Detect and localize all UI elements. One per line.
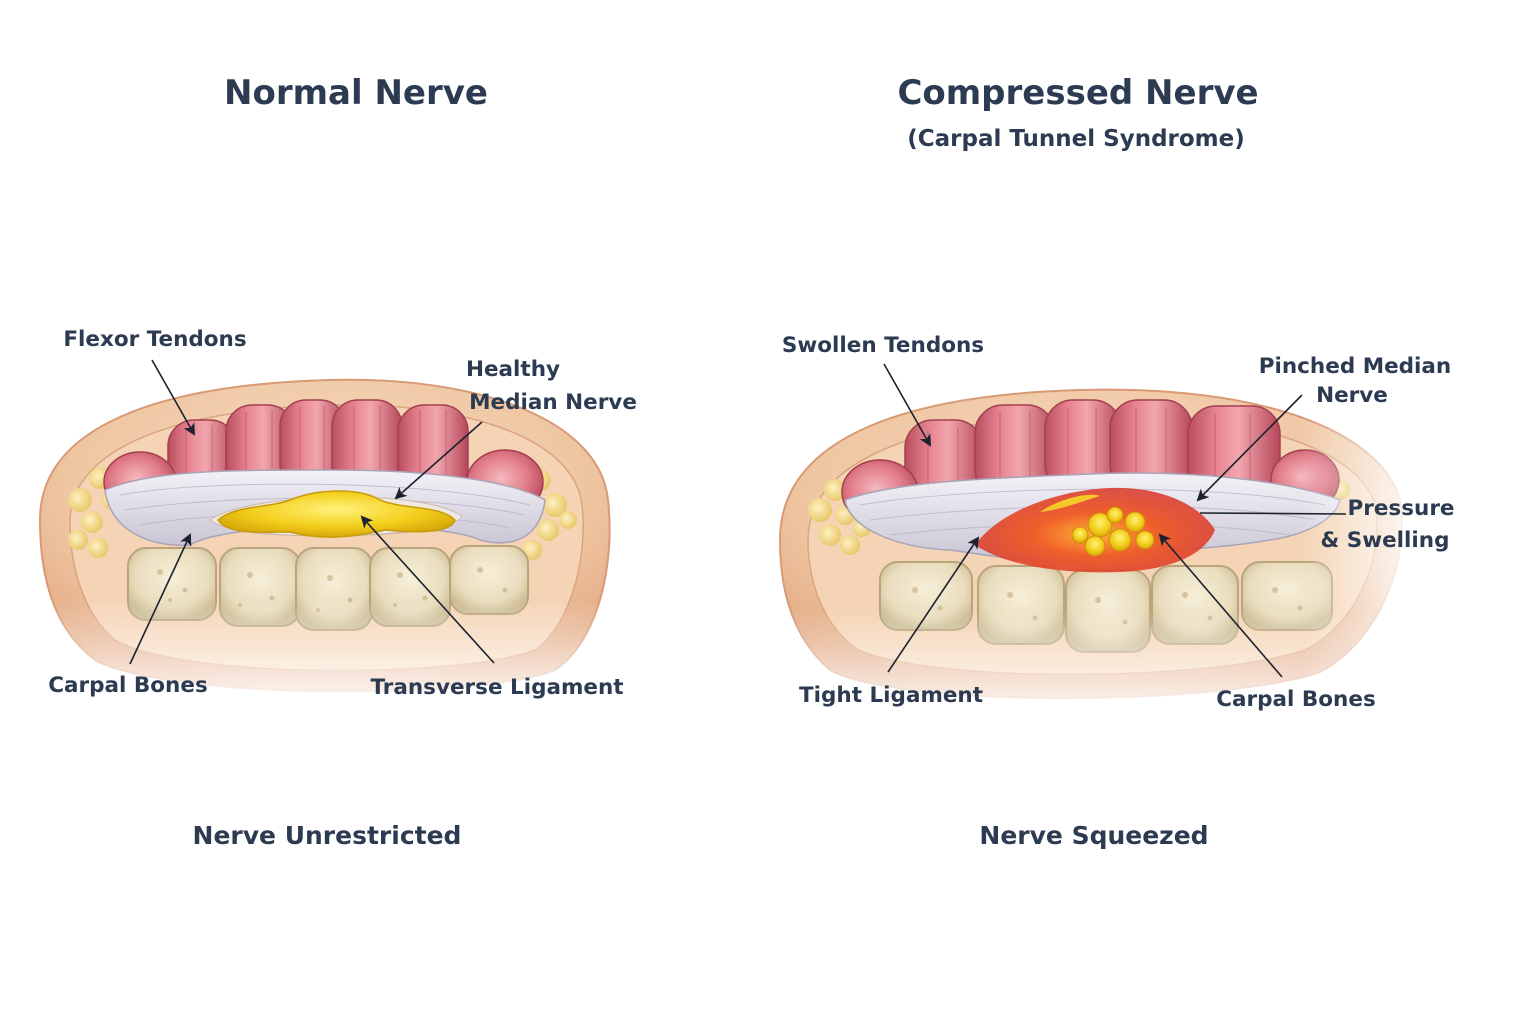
arrow-carpal-bones-left xyxy=(129,533,192,665)
label-healthy-median-nerve-line2: Median Nerve xyxy=(469,390,637,415)
arrow-carpal-bones-right xyxy=(1158,533,1283,678)
compressed-nerve-title: Compressed Nerve xyxy=(897,73,1258,113)
arrow-healthy-median-nerve xyxy=(394,421,483,500)
label-pressure-line2: & Swelling xyxy=(1321,528,1450,553)
normal-nerve-title: Normal Nerve xyxy=(224,73,488,113)
arrow-flexor-tendons xyxy=(151,359,195,436)
arrow-tight-ligament xyxy=(887,536,980,673)
compressed-wrist-cross-section xyxy=(770,380,1420,720)
caption-nerve-unrestricted: Nerve Unrestricted xyxy=(193,821,462,850)
caption-nerve-squeezed: Nerve Squeezed xyxy=(979,821,1208,850)
label-transverse-ligament: Transverse Ligament xyxy=(370,675,623,700)
line-pressure-swelling xyxy=(1199,512,1347,515)
pinched-median-nerve xyxy=(1071,506,1155,557)
label-tight-ligament: Tight Ligament xyxy=(799,683,983,708)
label-carpal-bones-left: Carpal Bones xyxy=(48,673,208,698)
healthy-median-nerve xyxy=(217,490,456,538)
label-flexor-tendons: Flexor Tendons xyxy=(63,327,246,352)
label-pressure-line1: Pressure xyxy=(1347,496,1454,521)
label-pinched-median-nerve-line1: Pinched Median xyxy=(1259,354,1452,379)
arrow-swollen-tendons xyxy=(883,363,931,447)
carpal-bones-left xyxy=(127,545,529,631)
arrow-pinched-median-nerve xyxy=(1196,394,1303,502)
normal-wrist-cross-section xyxy=(30,378,630,710)
compressed-nerve-subtitle: (Carpal Tunnel Syndrome) xyxy=(907,126,1245,152)
label-carpal-bones-right: Carpal Bones xyxy=(1216,687,1376,712)
arrow-transverse-ligament xyxy=(360,515,495,664)
label-pinched-median-nerve-line2: Nerve xyxy=(1316,383,1388,408)
label-swollen-tendons: Swollen Tendons xyxy=(782,333,984,358)
fat-tissue-right xyxy=(808,479,1350,555)
label-healthy-median-nerve-line1: Healthy xyxy=(466,357,560,382)
leader-lines xyxy=(129,359,1347,678)
